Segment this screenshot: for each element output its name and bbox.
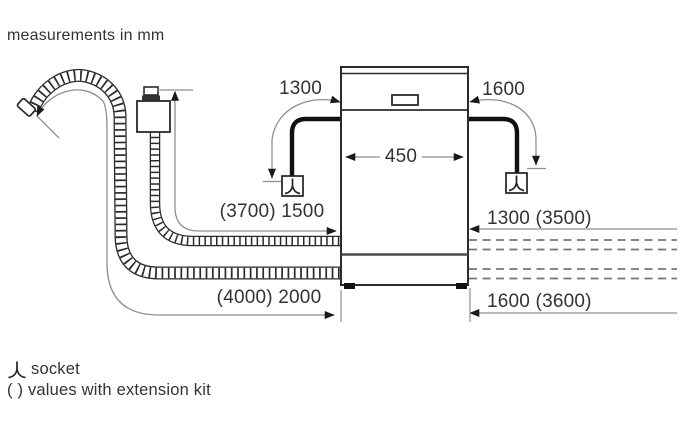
tap-connector-collar <box>142 95 160 101</box>
power-cable-right <box>468 116 520 174</box>
dimension-label-width: 450 <box>379 147 423 167</box>
socket-icon-right <box>505 172 528 194</box>
page-title: measurements in mm <box>7 27 165 44</box>
dimension-label-supply-left: (3700) 1500 <box>219 201 325 222</box>
tap-connector-nut <box>143 86 159 96</box>
dimension-label-supply-right: 1300 (3500) <box>487 208 592 229</box>
dimension-line-cable-right <box>469 95 546 170</box>
hose-continuation-dashes <box>469 239 677 280</box>
aquastop-valve <box>136 100 171 133</box>
dimension-line-supply-hose <box>157 89 337 235</box>
dimension-label-cable-right: 1600 <box>482 79 526 100</box>
socket-icon-left <box>281 175 304 197</box>
dimension-label-drain-left: (4000) 2000 <box>216 287 322 308</box>
legend-socket-label: socket <box>31 360 80 378</box>
appliance-foot-left <box>344 283 355 289</box>
appliance-foot-right <box>456 283 467 289</box>
dimension-line-cable-left <box>263 95 341 183</box>
control-panel-display <box>391 94 419 106</box>
dimension-label-drain-right: 1600 (3600) <box>487 291 592 312</box>
dimension-line-drain-hose <box>36 89 335 319</box>
power-cable-left <box>289 116 341 177</box>
appliance-outline <box>340 66 469 289</box>
legend-extension-note: ( ) values with extension kit <box>7 381 211 399</box>
socket-icon <box>8 361 26 379</box>
drain-hose-end-cap <box>16 97 37 117</box>
dimension-label-cable-left: 1300 <box>279 78 323 99</box>
